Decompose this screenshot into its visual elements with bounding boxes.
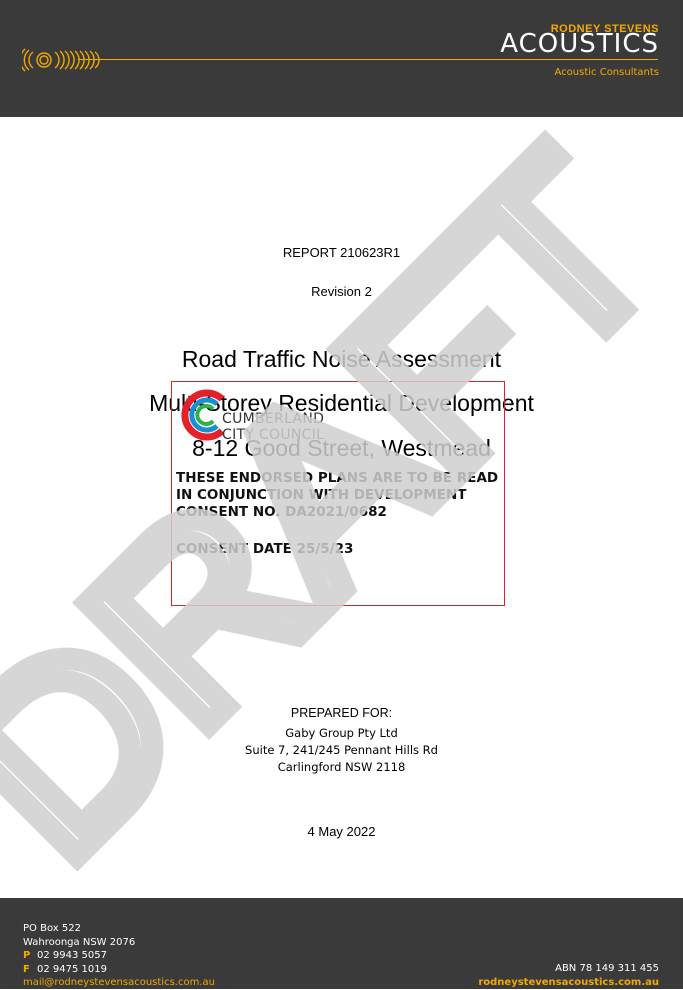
header-divider [78, 59, 658, 60]
page-header [0, 0, 683, 117]
council-name: CUMBERLAND CITY COUNCIL [222, 411, 324, 443]
report-address: 8-12 Good Street, Westmead [192, 435, 491, 461]
footer-website-link[interactable]: rodneystevensacoustics.com.au [478, 977, 659, 988]
council-logo-icon [181, 389, 225, 441]
phone-label: P [23, 950, 31, 961]
stamp-text-line1: THESE ENDORSED PLANS ARE TO BE READ [176, 470, 499, 486]
report-number: REPORT 210623R1 [282, 245, 401, 260]
council-endorsement-stamp [171, 381, 505, 606]
sound-waves-logo-icon [22, 48, 100, 72]
footer-po-box: PO Box 522 [23, 923, 81, 934]
brand-name-top: RODNEY STEVENS [550, 23, 659, 35]
stamp-text-line3: CONSENT NO. DA2021/0682 [176, 504, 387, 520]
client-name: Gaby Group Pty Ltd [285, 726, 398, 740]
footer-fax-row: F 02 9475 1019 [23, 963, 215, 977]
client-address-line2: Carlingford NSW 2118 [277, 760, 406, 774]
page-footer [0, 898, 683, 989]
footer-phone-row: P 02 9943 5057 [23, 949, 215, 963]
report-date: 4 May 2022 [307, 824, 376, 839]
report-revision: Revision 2 [311, 284, 372, 299]
fax-label: F [23, 963, 30, 975]
footer-suburb: Wahroonga NSW 2076 [23, 936, 136, 948]
client-block: Gaby Group Pty Ltd Suite 7, 241/245 Penn… [0, 725, 683, 776]
footer-phone: 02 9943 5057 [37, 950, 107, 961]
footer-company: ABN 78 149 311 455 rodneystevensacoustic… [478, 962, 659, 990]
council-name-line1: CUMBERLAND [222, 411, 325, 427]
stamp-text-line2: IN CONJUNCTION WITH DEVELOPMENT [176, 487, 467, 503]
stamp-endorsement-text: THESE ENDORSED PLANS ARE TO BE READ IN C… [176, 470, 498, 521]
brand-tagline: Acoustic Consultants [554, 67, 660, 78]
council-name-line2: CITY COUNCIL [222, 427, 325, 443]
footer-contact: PO Box 522 Wahroonga NSW 2076 P 02 9943 5… [23, 922, 215, 990]
footer-fax: 02 9475 1019 [37, 963, 107, 975]
prepared-for-label: PREPARED FOR: [290, 706, 393, 720]
footer-abn: ABN 78 149 311 455 [555, 963, 659, 974]
client-address-line1: Suite 7, 241/245 Pennant Hills Rd [245, 743, 438, 757]
footer-email-link[interactable]: mail@rodneystevensacoustics.com.au [23, 977, 215, 988]
report-title: Road Traffic Noise Assessment [181, 346, 502, 372]
brand-name-main: ACOUSTICS [500, 29, 659, 59]
stamp-consent-date: CONSENT DATE 25/5/23 [176, 541, 354, 557]
